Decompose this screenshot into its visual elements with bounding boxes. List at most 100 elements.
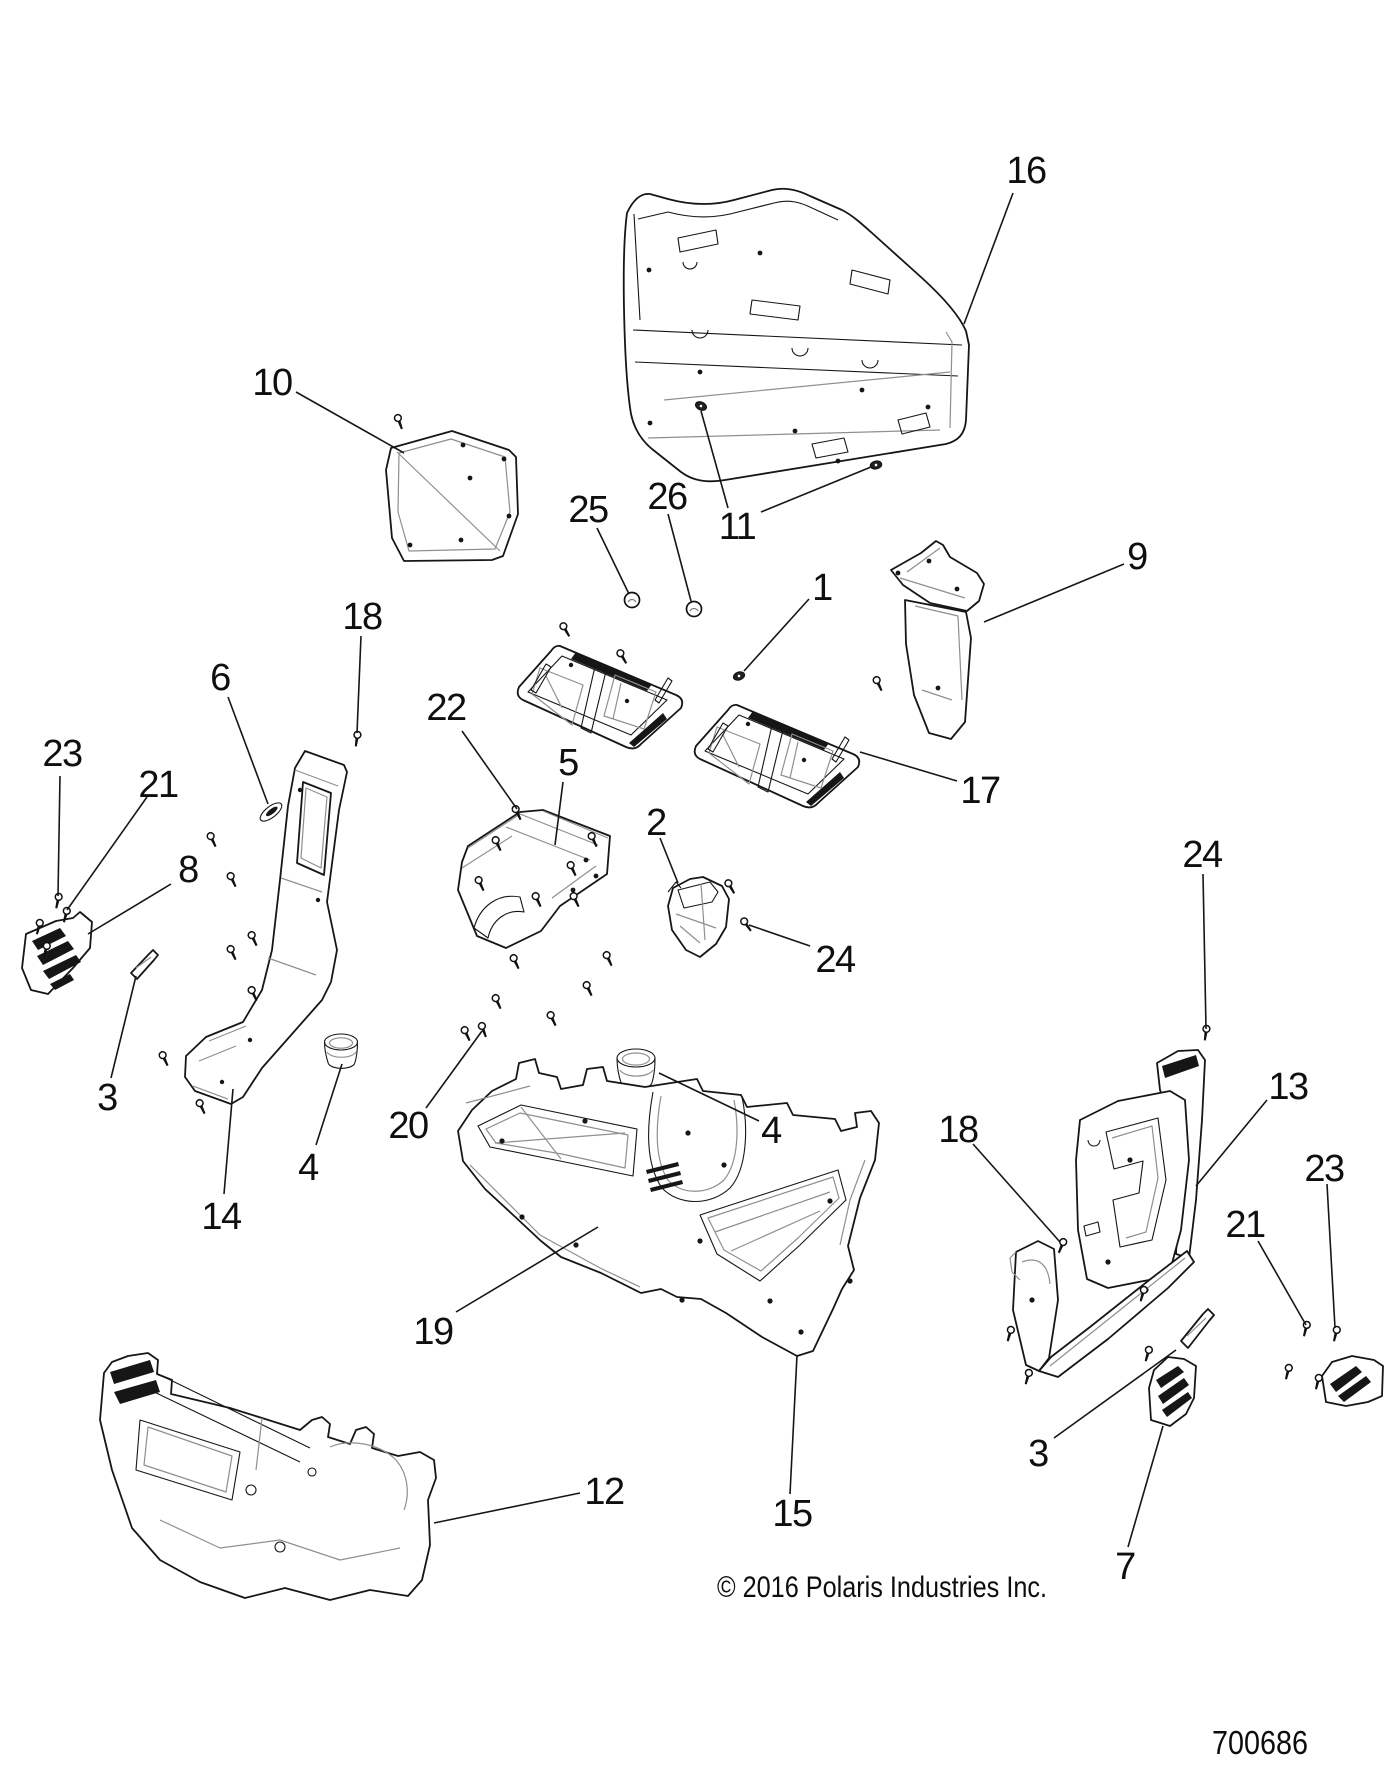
screw-fastener — [740, 917, 752, 932]
leader-line-23 — [57, 775, 61, 897]
part-5-console-cover — [457, 809, 611, 949]
leader-line-15 — [789, 1354, 798, 1495]
screw-fastener — [474, 875, 485, 892]
screw-fastener — [511, 804, 522, 821]
callout-15: 15 — [772, 1493, 812, 1535]
screw-fastener — [1024, 1368, 1034, 1385]
part-2-bracket — [667, 876, 730, 958]
part-6-clip — [259, 802, 283, 822]
screw-fastener — [491, 835, 502, 852]
screw-fastener — [1284, 1363, 1293, 1380]
leader-line-11 — [700, 410, 729, 509]
leader-line-9 — [983, 563, 1125, 623]
screw-fastener — [353, 730, 362, 747]
callout-18: 18 — [938, 1109, 978, 1151]
leader-line-1 — [743, 598, 810, 672]
leader-line-3 — [110, 975, 137, 1079]
callout-3: 3 — [1028, 1433, 1048, 1475]
screw-fastener — [602, 950, 613, 967]
screw-fastener — [531, 891, 542, 908]
callout-10: 10 — [252, 362, 292, 404]
leader-line-18 — [972, 1143, 1061, 1243]
screw-fastener — [1006, 1325, 1016, 1342]
grommet — [623, 591, 641, 609]
callout-17: 17 — [960, 770, 1000, 812]
screw-fastener — [491, 993, 502, 1010]
leader-line-6 — [227, 696, 269, 805]
copyright-text: © 2016 Polaris Industries Inc. — [717, 1571, 1047, 1604]
leader-line-19 — [455, 1226, 599, 1313]
leader-line-10 — [295, 391, 405, 454]
callout-16: 16 — [1006, 150, 1046, 192]
callout-22: 22 — [426, 687, 466, 729]
clip-fastener — [732, 671, 746, 681]
callout-24: 24 — [815, 939, 856, 981]
callout-9: 9 — [1127, 536, 1147, 578]
leader-line-11 — [760, 466, 872, 513]
callout-23: 23 — [42, 733, 82, 775]
leader-line-21 — [1257, 1240, 1307, 1326]
leader-line-25 — [596, 527, 630, 595]
callout-5: 5 — [558, 742, 578, 784]
screw-fastener — [158, 1050, 169, 1067]
leader-line-4 — [658, 1072, 760, 1122]
callout-11: 11 — [719, 506, 756, 548]
screw-fastener — [42, 941, 51, 958]
callout-21: 21 — [138, 764, 178, 806]
screw-fastener — [1139, 1285, 1149, 1302]
callout-21: 21 — [1225, 1204, 1265, 1246]
screw-fastener — [569, 891, 580, 908]
hardware-fasteners — [35, 401, 1341, 1390]
screw-fastener — [546, 1010, 557, 1027]
leader-line-14 — [223, 1088, 234, 1195]
screw-fastener — [1202, 1024, 1211, 1041]
part-tread-plate-right-edge — [1321, 1355, 1384, 1407]
screw-fastener — [582, 980, 593, 997]
leader-line-3 — [1053, 1349, 1177, 1439]
callout-24: 24 — [1182, 834, 1223, 876]
callout-23: 23 — [1304, 1148, 1344, 1190]
grommet — [685, 600, 703, 618]
leader-line-22 — [461, 730, 518, 810]
screw-fastener — [566, 860, 577, 877]
leader-line-21 — [66, 796, 148, 911]
screw-fastener — [247, 985, 258, 1002]
callout-19: 19 — [413, 1311, 453, 1353]
screw-fastener — [460, 1025, 471, 1042]
part-3-pin-left — [130, 949, 159, 980]
diagram-number: 700686 — [1212, 1724, 1308, 1761]
callout-4: 4 — [298, 1147, 319, 1189]
leader-line-4 — [315, 1063, 343, 1146]
leader-line-18 — [356, 635, 362, 734]
part-16-rear-closeoff-panel — [622, 187, 970, 483]
leader-line-5 — [554, 781, 564, 846]
callout-14: 14 — [201, 1196, 242, 1238]
leader-line-8 — [87, 883, 172, 935]
leader-line-26 — [667, 513, 692, 602]
screw-fastener — [616, 649, 628, 664]
screw-fastener — [206, 831, 217, 848]
screw-fastener — [1057, 1237, 1068, 1254]
screw-fastener — [1144, 1345, 1154, 1362]
part-3-pin-right — [1180, 1308, 1215, 1349]
leader-line-13 — [1195, 1099, 1268, 1187]
screw-fastener — [393, 413, 403, 430]
callout-8: 8 — [178, 849, 198, 891]
leader-line-24 — [1202, 873, 1207, 1030]
screw-fastener — [559, 622, 571, 637]
screw-fastener — [1314, 1373, 1323, 1390]
screw-fastener — [509, 953, 520, 970]
part-17-cupholder-tray — [693, 703, 861, 809]
callout-13: 13 — [1268, 1066, 1308, 1108]
screw-fastener — [724, 879, 736, 894]
callout-4: 4 — [761, 1110, 782, 1152]
leader-line-24 — [748, 924, 811, 947]
callout-3: 3 — [97, 1077, 117, 1119]
part-13-side-panel — [1009, 1049, 1206, 1378]
callout-12: 12 — [584, 1471, 624, 1513]
part-cupholder-tray-upper — [516, 644, 684, 750]
callout-2: 2 — [646, 802, 666, 844]
screw-fastener — [247, 930, 258, 947]
leader-line-2 — [659, 837, 679, 884]
